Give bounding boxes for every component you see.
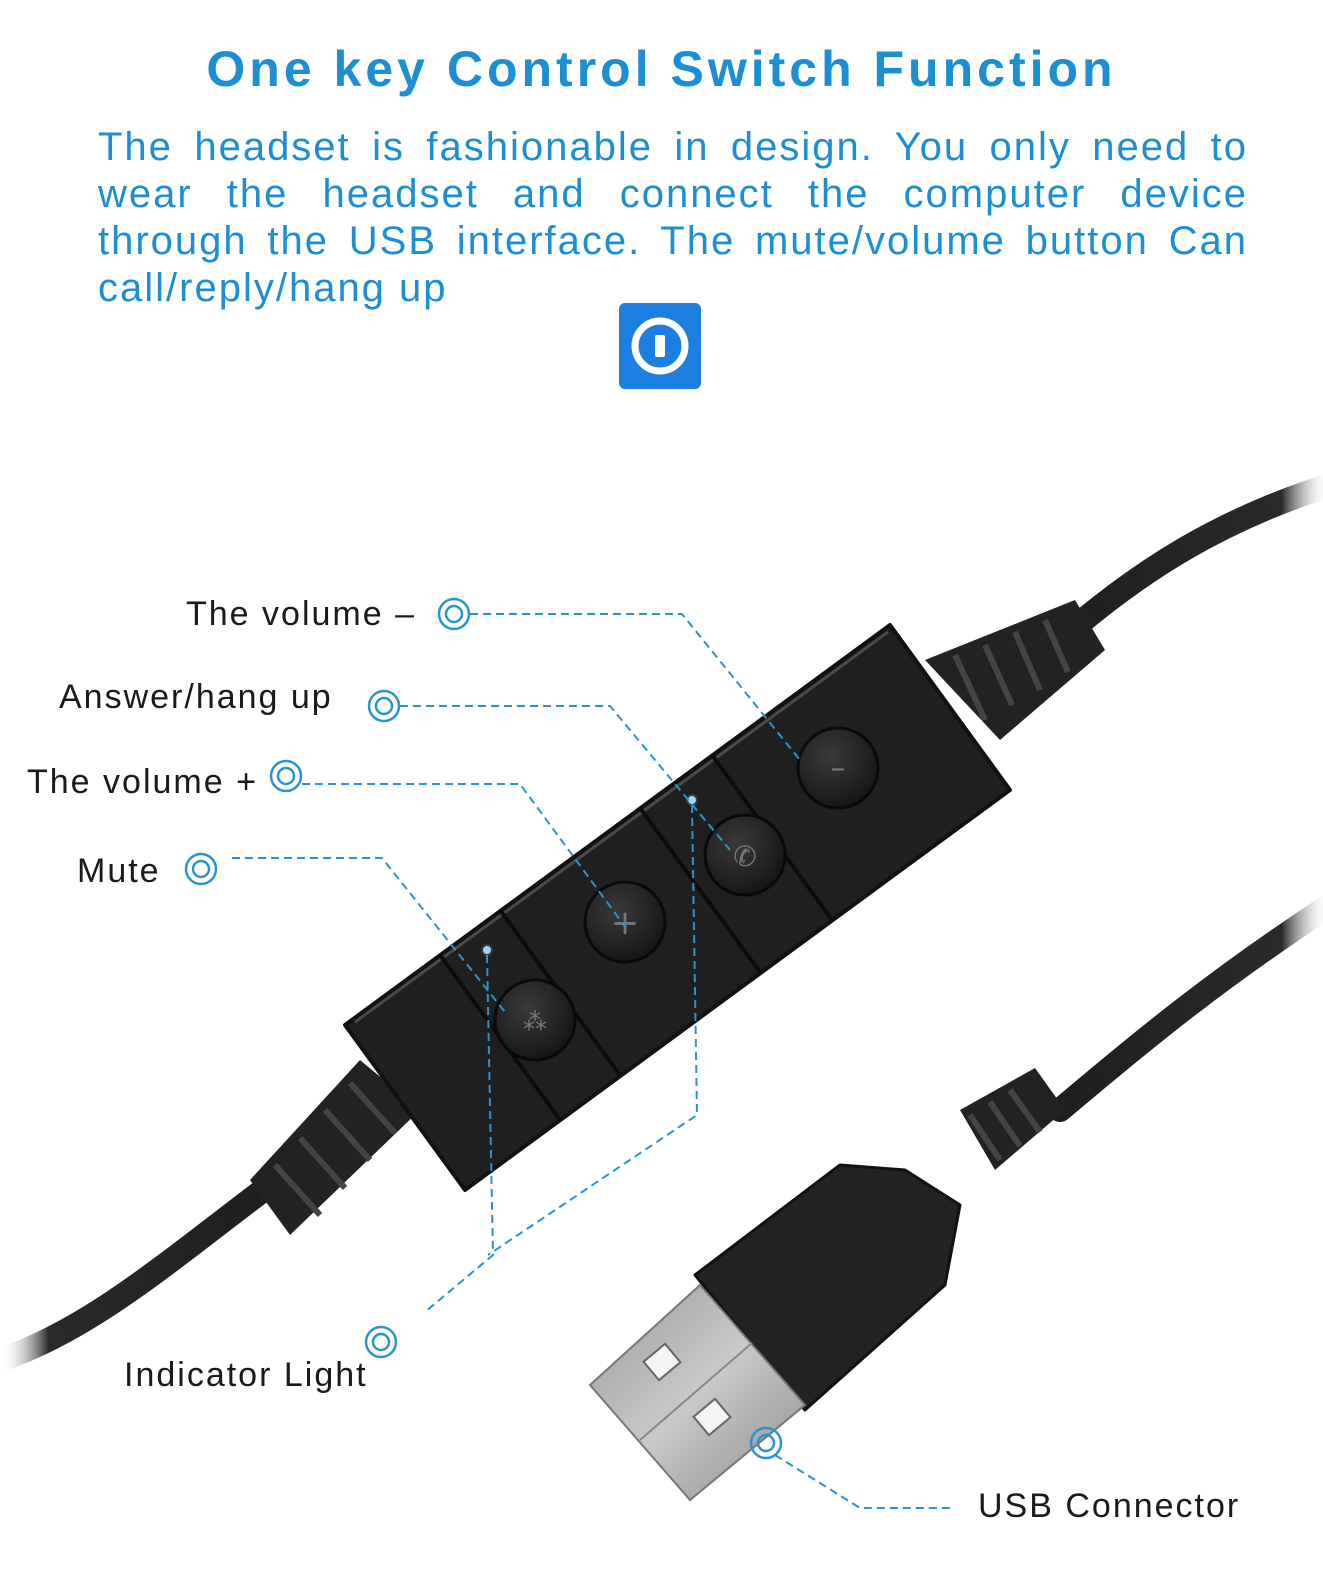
svg-text:✆: ✆	[733, 840, 756, 873]
leader-volume-up	[302, 783, 627, 929]
label-indicator-light: Indicator Light	[124, 1356, 368, 1394]
label-usb-connector: USB Connector	[978, 1487, 1241, 1525]
leader-indicator-mute	[424, 954, 495, 1313]
marker-usb-connector-icon	[749, 1426, 783, 1460]
marker-mute-icon	[184, 852, 218, 886]
marker-answer-hangup-icon	[367, 689, 401, 723]
leader-volume-down	[470, 613, 801, 761]
answer-hangup-button: ✆	[703, 813, 787, 897]
svg-text:⁂: ⁂	[523, 1008, 547, 1036]
strain-relief-upper	[925, 600, 1105, 740]
label-volume-down: The volume –	[186, 595, 416, 633]
svg-text:+: +	[611, 903, 640, 943]
control-box	[343, 623, 1012, 1192]
label-volume-up: The volume +	[27, 763, 258, 801]
usb-housing	[693, 1163, 962, 1412]
volume-up-button: +	[583, 880, 667, 964]
label-mute: Mute	[77, 852, 161, 890]
volume-down-button: –	[796, 726, 880, 810]
usb-strain-relief	[960, 1068, 1065, 1170]
description-text: The headset is fashionable in design. Yo…	[98, 125, 1248, 310]
marker-volume-up-icon	[269, 759, 303, 793]
leader-usb	[774, 1454, 952, 1509]
strain-relief-lower	[250, 1060, 420, 1235]
power-button-icon	[619, 303, 701, 389]
marker-volume-down-icon	[437, 597, 471, 631]
usb-cable	[1048, 895, 1323, 1122]
leader-answer-hangup	[400, 705, 731, 851]
mute-button: ⁂	[493, 978, 577, 1062]
indicator-led-mute	[481, 944, 493, 956]
svg-text:–: –	[831, 751, 846, 786]
leader-mute	[232, 857, 506, 1013]
marker-indicator-light-icon	[364, 1325, 398, 1359]
label-answer-hangup: Answer/hang up	[59, 678, 333, 716]
lower-cable	[0, 1173, 282, 1372]
headset-cable	[1048, 474, 1323, 652]
page-title: One key Control Switch Function	[206, 41, 1117, 97]
